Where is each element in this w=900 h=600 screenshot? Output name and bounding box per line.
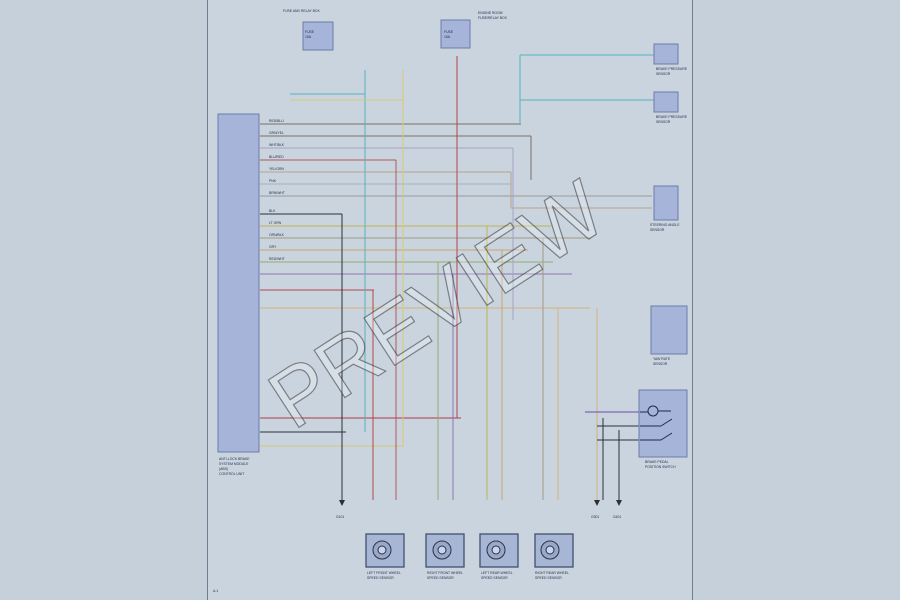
fuse-right-rating: 15A [444, 35, 451, 39]
abs-module-label-2: SYSTEM MODULE [219, 462, 249, 466]
wire-label-12: RED/WHT [269, 257, 285, 261]
abs-module-label-3: (ABS) [219, 467, 228, 471]
wheel-sensor-2-label-2: SPEED SENSOR [427, 576, 454, 580]
wire-label-11: GRY [269, 245, 277, 249]
wheel-sensor-2-label-1: RIGHT FRONT WHEEL [427, 571, 463, 575]
wire-label-3: WHT/BLK [269, 143, 285, 147]
abs-module-label-1: ANTI-LOCK BRAKE [219, 457, 250, 461]
power-box-right-2: FUSE/RELAY BOX [478, 16, 508, 20]
wheel-sensor-1 [365, 533, 405, 568]
steering-sensor-1: STEERING ANGLE [650, 223, 680, 227]
power-box-left: FUSE AND RELAY BOX [283, 9, 321, 13]
wheel-sensor-3 [479, 533, 519, 568]
brake-switch-internals [640, 405, 673, 441]
wheel-sensor-4-label-2: SPEED SENSOR [535, 576, 562, 580]
wire-label-9: LT GRN [269, 221, 282, 225]
ground-2-label: G301 [591, 515, 599, 519]
pressure-sensor-top [653, 43, 679, 65]
wheel-sensor-1-label-2: SPEED SENSOR [367, 576, 394, 580]
wire-label-1: RED/BLU [269, 119, 284, 123]
fuse-box-right [440, 19, 471, 49]
fuse-right-label: FUSE [444, 30, 454, 34]
abs-module-label-4: CONTROL UNIT [219, 472, 244, 476]
page-footer: A-1 [213, 589, 218, 593]
yaw-sensor-2: SENSOR [653, 362, 668, 366]
fuse-box-left [302, 21, 334, 51]
steering-sensor-box [653, 185, 679, 221]
ground-symbols [339, 500, 622, 506]
wire-label-10: ORN/BLK [269, 233, 285, 237]
ground-3-label: G401 [613, 515, 621, 519]
brake-switch-2: POSITION SWITCH [645, 465, 676, 469]
wheel-sensor-3-label-1: LEFT REAR WHEEL [481, 571, 513, 575]
pressure-sensor-2-2: SENSOR [656, 120, 671, 124]
yaw-sensor-box [650, 305, 688, 355]
diagram-sheet: ANTI-LOCK BRAKE SYSTEM MODULE (ABS) CONT… [207, 0, 693, 600]
brake-switch-1: BRAKE PEDAL [645, 460, 669, 464]
wire-label-4: BLU/RED [269, 155, 284, 159]
yaw-sensor-1: YAW RATE [653, 357, 671, 361]
wheel-sensor-4-label-1: RIGHT REAR WHEEL [535, 571, 569, 575]
wheel-sensor-3-label-2: SPEED SENSOR [481, 576, 508, 580]
ground-1-label: G101 [336, 515, 344, 519]
pressure-sensor-top-2: SENSOR [656, 72, 671, 76]
wire-label-8: BLK [269, 209, 276, 213]
wheel-sensor-4 [534, 533, 574, 568]
wire-label-7: BRN/WHT [269, 191, 285, 195]
pressure-sensor-2 [653, 91, 679, 113]
wire-label-5: YEL/GRN [269, 167, 284, 171]
pressure-sensor-top-1: BRAKE PRESSURE [656, 67, 688, 71]
abs-module-box [217, 113, 260, 453]
fuse-left-label: FUSE [305, 30, 315, 34]
wheel-sensor-2 [425, 533, 465, 568]
wheel-sensor-1-label-1: LEFT FRONT WHEEL [367, 571, 401, 575]
power-box-right-1: ENGINE ROOM [478, 11, 503, 15]
wires [260, 54, 663, 500]
wire-label-2: GRN/YEL [269, 131, 284, 135]
steering-sensor-2: SENSOR [650, 228, 665, 232]
wiring-diagram: ANTI-LOCK BRAKE SYSTEM MODULE (ABS) CONT… [213, 9, 688, 593]
brake-switch-box [638, 389, 688, 458]
pressure-sensor-2-1: BRAKE PRESSURE [656, 115, 688, 119]
fuse-left-rating: 10A [305, 35, 312, 39]
wire-label-6: PNK [269, 179, 277, 183]
